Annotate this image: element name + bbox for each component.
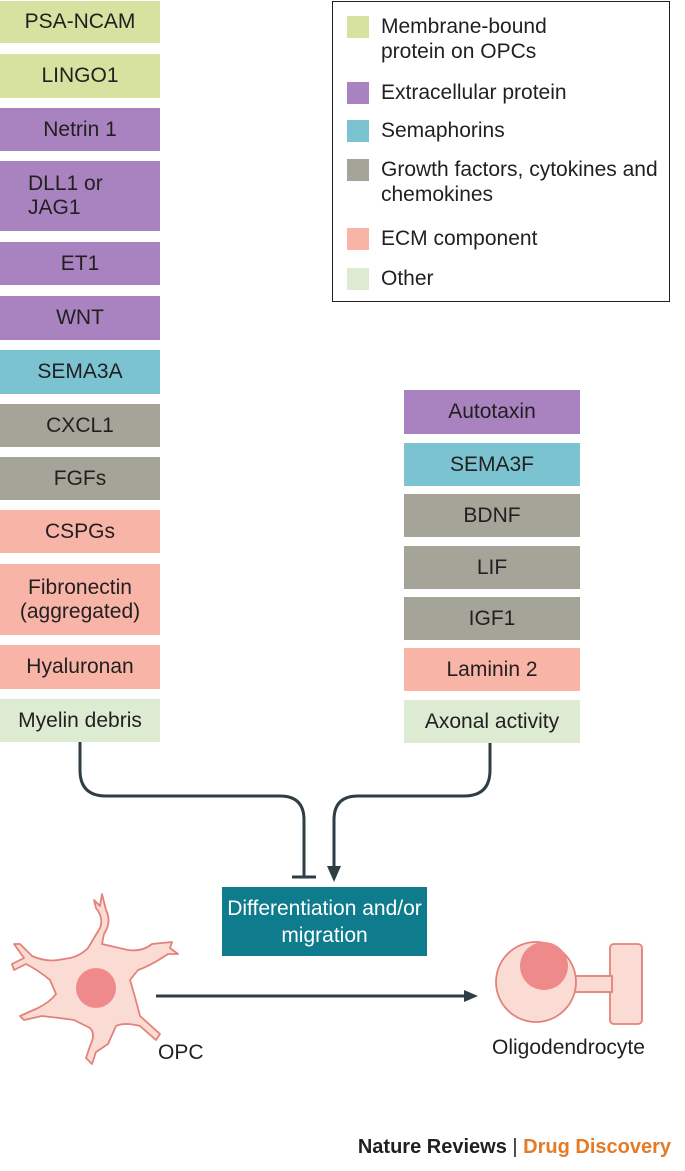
journal-footer: Nature Reviews | Drug Discovery [358, 1136, 671, 1159]
opc-label: OPC [158, 1041, 204, 1064]
promoter-igf1: IGF1 [404, 597, 580, 640]
legend-label: Other [381, 267, 434, 290]
inhibitor-fibronectin: Fibronectin (aggregated) [0, 564, 160, 635]
inhibitor-myelin-debris: Myelin debris [0, 699, 160, 742]
legend-swatch [347, 228, 369, 250]
inhibitor-netrin-1: Netrin 1 [0, 108, 160, 151]
activation-arrowhead [327, 866, 341, 882]
legend-swatch [347, 120, 369, 142]
promoter-autotaxin: Autotaxin [404, 390, 580, 434]
legend-swatch [347, 268, 369, 290]
inhibitor-fgfs: FGFs [0, 457, 160, 500]
inhibitor-et1: ET1 [0, 242, 160, 285]
opc-nucleus [76, 968, 116, 1008]
legend-label: Membrane-bound protein on OPCs [381, 15, 547, 63]
legend-swatch [347, 159, 369, 181]
legend-item-extracellular: Extracellular protein [347, 80, 671, 105]
legend-item-ecm: ECM component [347, 226, 671, 251]
activation-connector [332, 743, 492, 868]
footer-separator: | [512, 1136, 518, 1158]
legend-label: Semaphorins [381, 119, 505, 142]
promoter-axonal-activity: Axonal activity [404, 700, 580, 743]
legend-item-membrane: Membrane-bound protein on OPCs [347, 14, 601, 64]
inhibitor-sema3a: SEMA3A [0, 350, 160, 394]
inhibitor-dll1-jag1: DLL1 or JAG1 [0, 161, 160, 231]
legend-label: Extracellular protein [381, 81, 567, 104]
legend-label: Growth factors, cytokines and chemokines [381, 158, 658, 206]
legend: Membrane-bound protein on OPCs Extracell… [332, 1, 670, 302]
differentiation-migration-box: Differentiation and/or migration [222, 887, 427, 956]
maturation-arrowhead [464, 990, 478, 1002]
legend-item-semaphorins: Semaphorins [347, 118, 671, 143]
inhibition-connector [78, 742, 306, 876]
promoter-lif: LIF [404, 546, 580, 589]
inhibitor-cspgs: CSPGs [0, 510, 160, 553]
journal-section: Drug Discovery [523, 1136, 671, 1158]
legend-item-other: Other [347, 266, 671, 291]
journal-name: Nature Reviews [357, 1136, 507, 1158]
inhibitor-lingo1: LINGO1 [0, 54, 160, 98]
inhibitor-psa-ncam: PSA-NCAM [0, 1, 160, 43]
promoter-sema3f: SEMA3F [404, 443, 580, 486]
promoter-bdnf: BDNF [404, 494, 580, 537]
legend-label: ECM component [381, 227, 538, 250]
legend-item-growth: Growth factors, cytokines and chemokines [347, 157, 671, 207]
inhibitor-cxcl1: CXCL1 [0, 404, 160, 447]
legend-swatch [347, 16, 369, 38]
inhibitor-hyaluronan: Hyaluronan [0, 645, 160, 689]
legend-swatch [347, 82, 369, 104]
promoter-laminin-2: Laminin 2 [404, 648, 580, 691]
oligodendrocyte-label: Oligodendrocyte [492, 1036, 645, 1059]
inhibitor-wnt: WNT [0, 296, 160, 340]
oligodendrocyte-icon [495, 941, 643, 1025]
